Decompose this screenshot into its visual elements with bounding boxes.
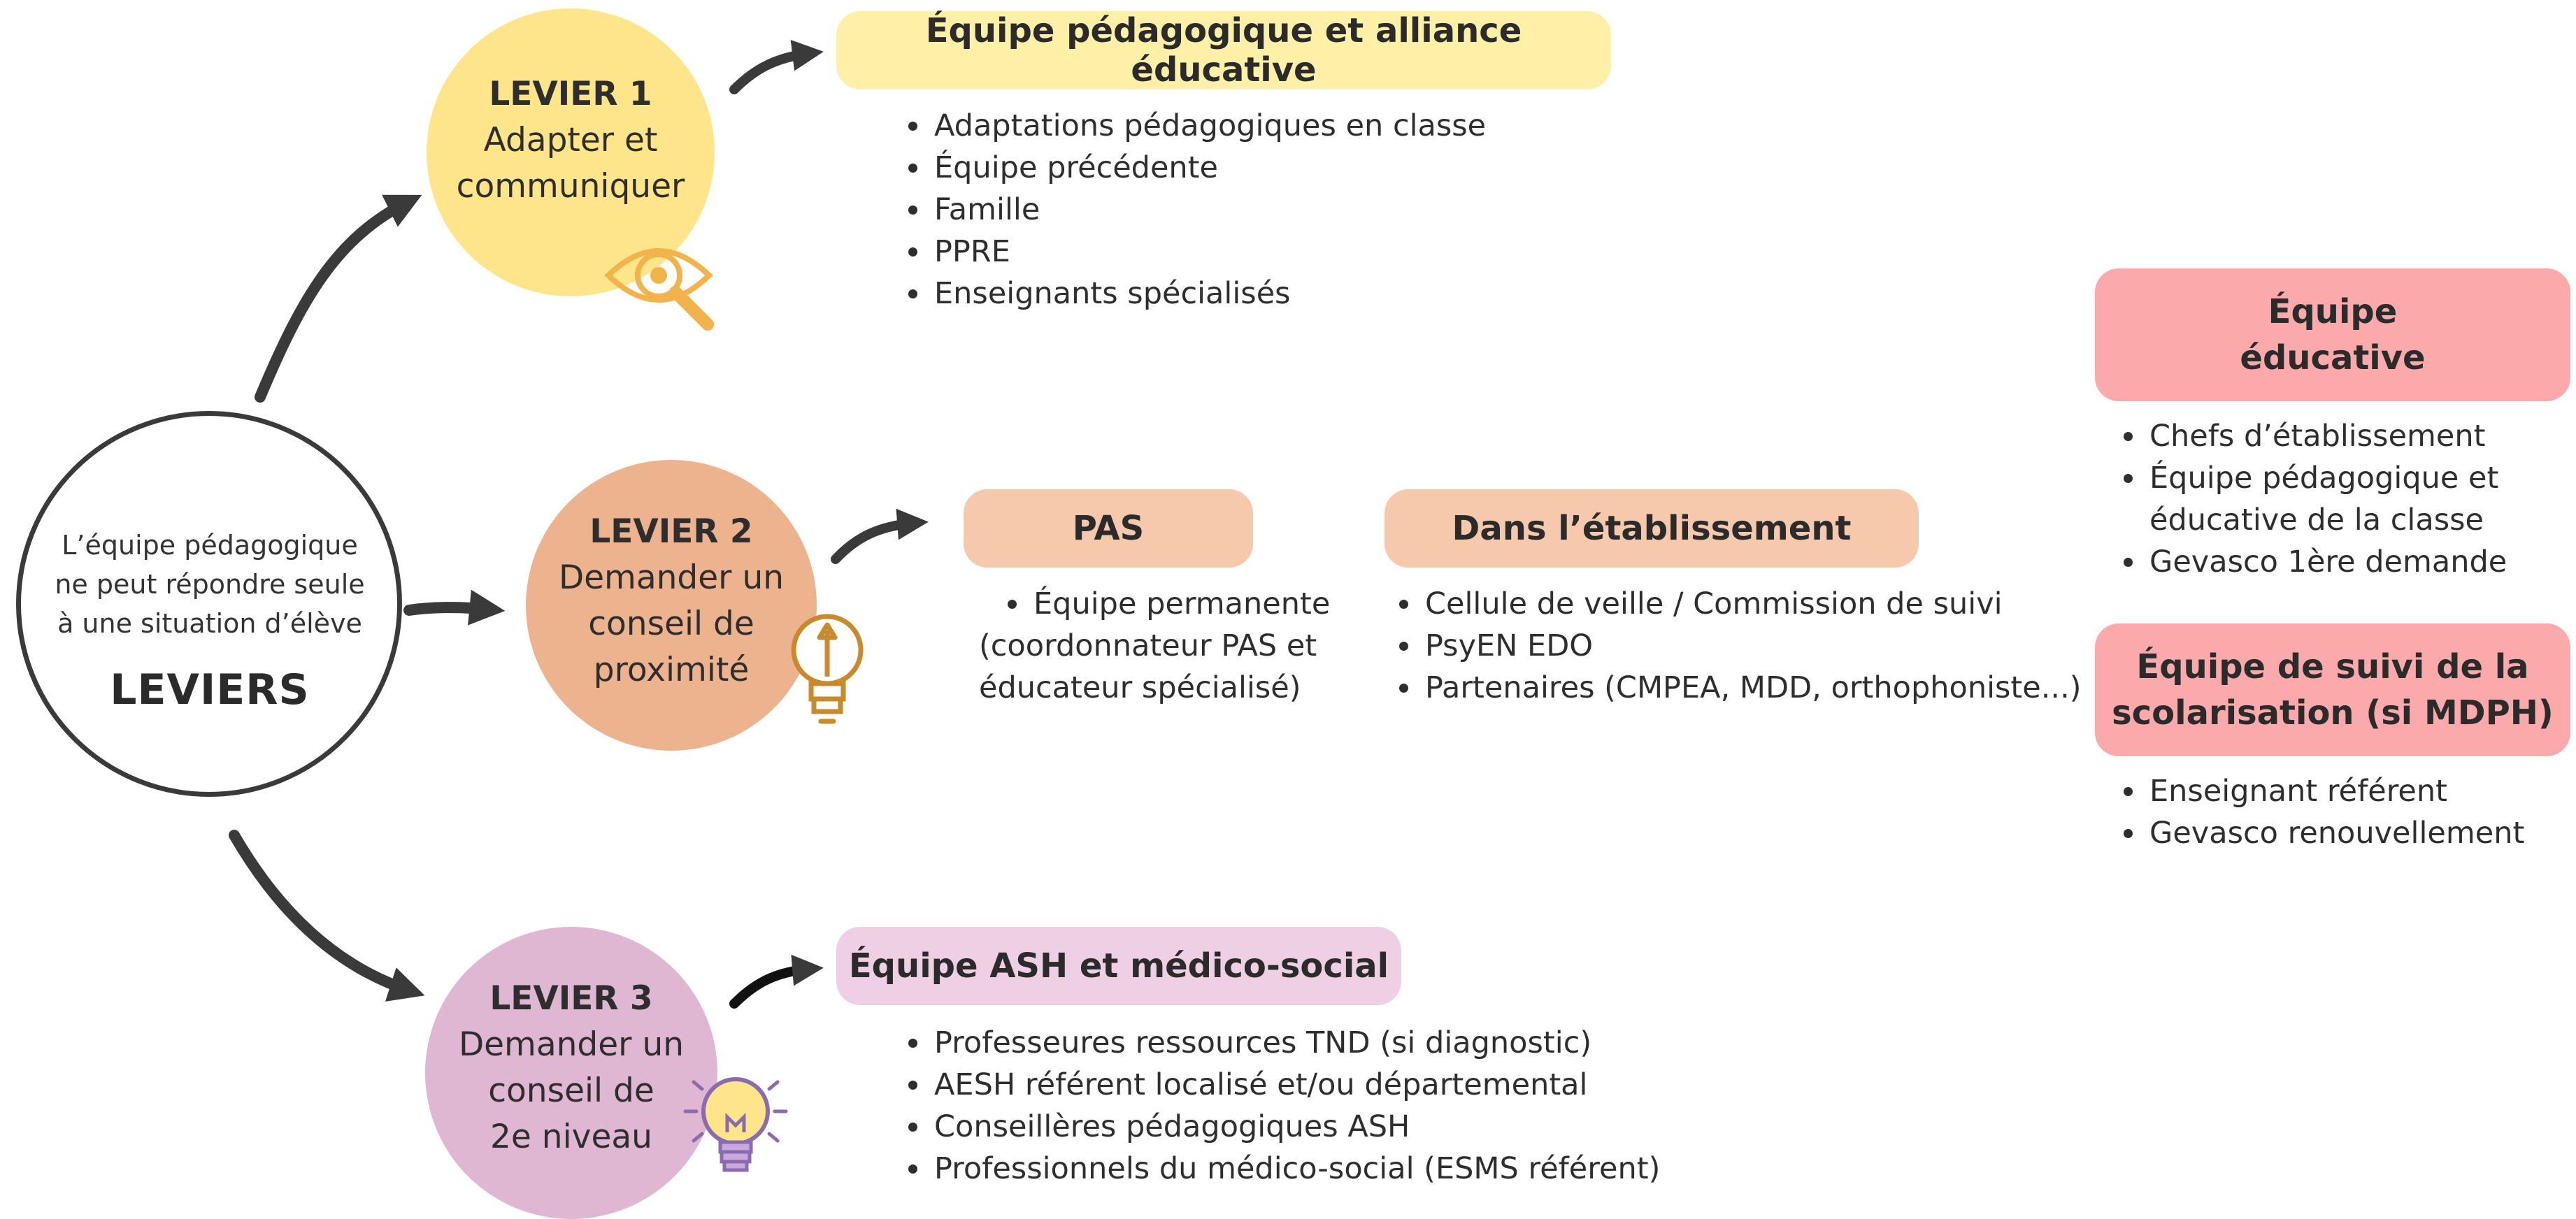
list-item: AESH référent localisé et/ou département… xyxy=(931,1064,1701,1106)
equipe-ash-header: Équipe ASH et médico-social xyxy=(836,927,1401,1005)
list-item: PPRE xyxy=(931,231,1561,273)
levier-2-line: conseil de xyxy=(588,605,754,643)
levier-3-circle xyxy=(425,927,717,1219)
list-item: Enseignants spécialisés xyxy=(931,273,1561,315)
equipe-educative-header: Équipe éducative xyxy=(2095,268,2570,401)
center-title: LEVIERS xyxy=(110,665,310,714)
center-description: L’équipe pédagogique ne peut répondre se… xyxy=(42,526,378,643)
equipe-educative-title-line: éducative xyxy=(2240,338,2426,377)
list-item: Famille xyxy=(931,189,1561,231)
levier-3-line: Demander un xyxy=(458,1025,685,1064)
levier-1-line: Adapter et xyxy=(483,121,658,159)
list-item: Gevasco 1ère demande xyxy=(2147,541,2576,583)
equipe-pedagogique-header: Équipe pédagogique et alliance éducative xyxy=(836,11,1611,89)
etablissement-list: Cellule de veille / Commission de suivi … xyxy=(1389,583,2115,709)
pas-continuation-line: éducateur spécialisé) xyxy=(979,670,1301,705)
equipe-educative-title-line: Équipe xyxy=(2268,292,2398,331)
pas-header: PAS xyxy=(964,489,1253,568)
levier-2-line: Demander un xyxy=(558,558,785,597)
arrow-to-levier-2 xyxy=(403,589,506,626)
equipe-ash-list: Professeures ressources TND (si diagnost… xyxy=(898,1022,1701,1190)
list-item: Professionnels du médico-social (ESMS ré… xyxy=(931,1148,1701,1190)
list-item: Équipe permanente xyxy=(1031,583,1366,625)
arrow-levier-1-to-box xyxy=(729,39,824,94)
levier-3-line: 2e niveau xyxy=(490,1118,652,1156)
levier-2-line: proximité xyxy=(593,651,750,689)
eye-magnifier-icon xyxy=(604,248,714,331)
list-item: Professeures ressources TND (si diagnost… xyxy=(931,1022,1701,1064)
equipe-suivi-header: Équipe de suivi de la scolarisation (si … xyxy=(2095,623,2570,756)
list-item-line: éducative de la classe xyxy=(2149,503,2484,538)
levier-2-text: LEVIER 2 Demander un conseil de proximit… xyxy=(526,509,817,693)
list-item: Équipe précédente xyxy=(931,147,1561,189)
levier-1-title: LEVIER 1 xyxy=(489,75,652,113)
center-line: L’équipe pédagogique xyxy=(62,530,358,561)
arrow-to-levier-1 xyxy=(255,194,422,403)
list-item: PsyEN EDO xyxy=(1422,625,2115,667)
pas-continuation-line: (coordonnateur PAS et xyxy=(979,628,1317,663)
list-item: Gevasco renouvellement xyxy=(2147,812,2576,854)
center-line: à une situation d’élève xyxy=(57,608,362,639)
levier-2-circle xyxy=(526,460,817,751)
arrow-levier-2-to-box xyxy=(831,508,929,564)
list-item: Partenaires (CMPEA, MDD, orthophoniste..… xyxy=(1422,667,2115,709)
list-item: Conseillères pédagogiques ASH xyxy=(931,1106,1701,1148)
lightbulb-icon xyxy=(683,1077,788,1172)
equipe-pedagogique-list: Adaptations pédagogiques en classe Équip… xyxy=(898,105,1561,315)
levier-2-title: LEVIER 2 xyxy=(589,512,753,551)
leviers-center-circle xyxy=(16,411,402,797)
levier-3-title: LEVIER 3 xyxy=(489,979,653,1018)
list-item-line: Équipe pédagogique et xyxy=(2149,461,2499,496)
etablissement-header: Dans l’établissement xyxy=(1384,489,1919,568)
lightbulb-pencil-icon xyxy=(791,614,864,724)
levier-1-line: communiquer xyxy=(456,167,685,205)
list-item: Cellule de veille / Commission de suivi xyxy=(1422,583,2115,625)
levier-3-text: LEVIER 3 Demander un conseil de 2e nivea… xyxy=(425,976,717,1160)
levier-1-circle xyxy=(427,8,715,296)
levier-3-line: conseil de xyxy=(488,1072,654,1110)
pas-continuation: (coordonnateur PAS et éducateur spéciali… xyxy=(979,625,1317,709)
equipe-educative-list: Chefs d’établissement Équipe pédagogique… xyxy=(2113,415,2576,583)
arrow-to-levier-3 xyxy=(229,830,425,1002)
levier-1-text: LEVIER 1 Adapter et communiquer xyxy=(427,71,715,210)
equipe-suivi-title-line: scolarisation (si MDPH) xyxy=(2112,693,2554,733)
equipe-suivi-list: Enseignant référent Gevasco renouvelleme… xyxy=(2113,770,2576,854)
list-item: Enseignant référent xyxy=(2147,770,2576,812)
list-item: Chefs d’établissement xyxy=(2147,415,2576,457)
list-item: Équipe pédagogique et éducative de la cl… xyxy=(2147,457,2576,541)
pas-list: Équipe permanente xyxy=(997,583,1366,625)
center-line: ne peut répondre seule xyxy=(55,569,365,600)
arrow-levier-3-to-box xyxy=(729,954,824,1009)
list-item: Adaptations pédagogiques en classe xyxy=(931,105,1561,147)
equipe-suivi-title-line: Équipe de suivi de la xyxy=(2136,647,2529,686)
